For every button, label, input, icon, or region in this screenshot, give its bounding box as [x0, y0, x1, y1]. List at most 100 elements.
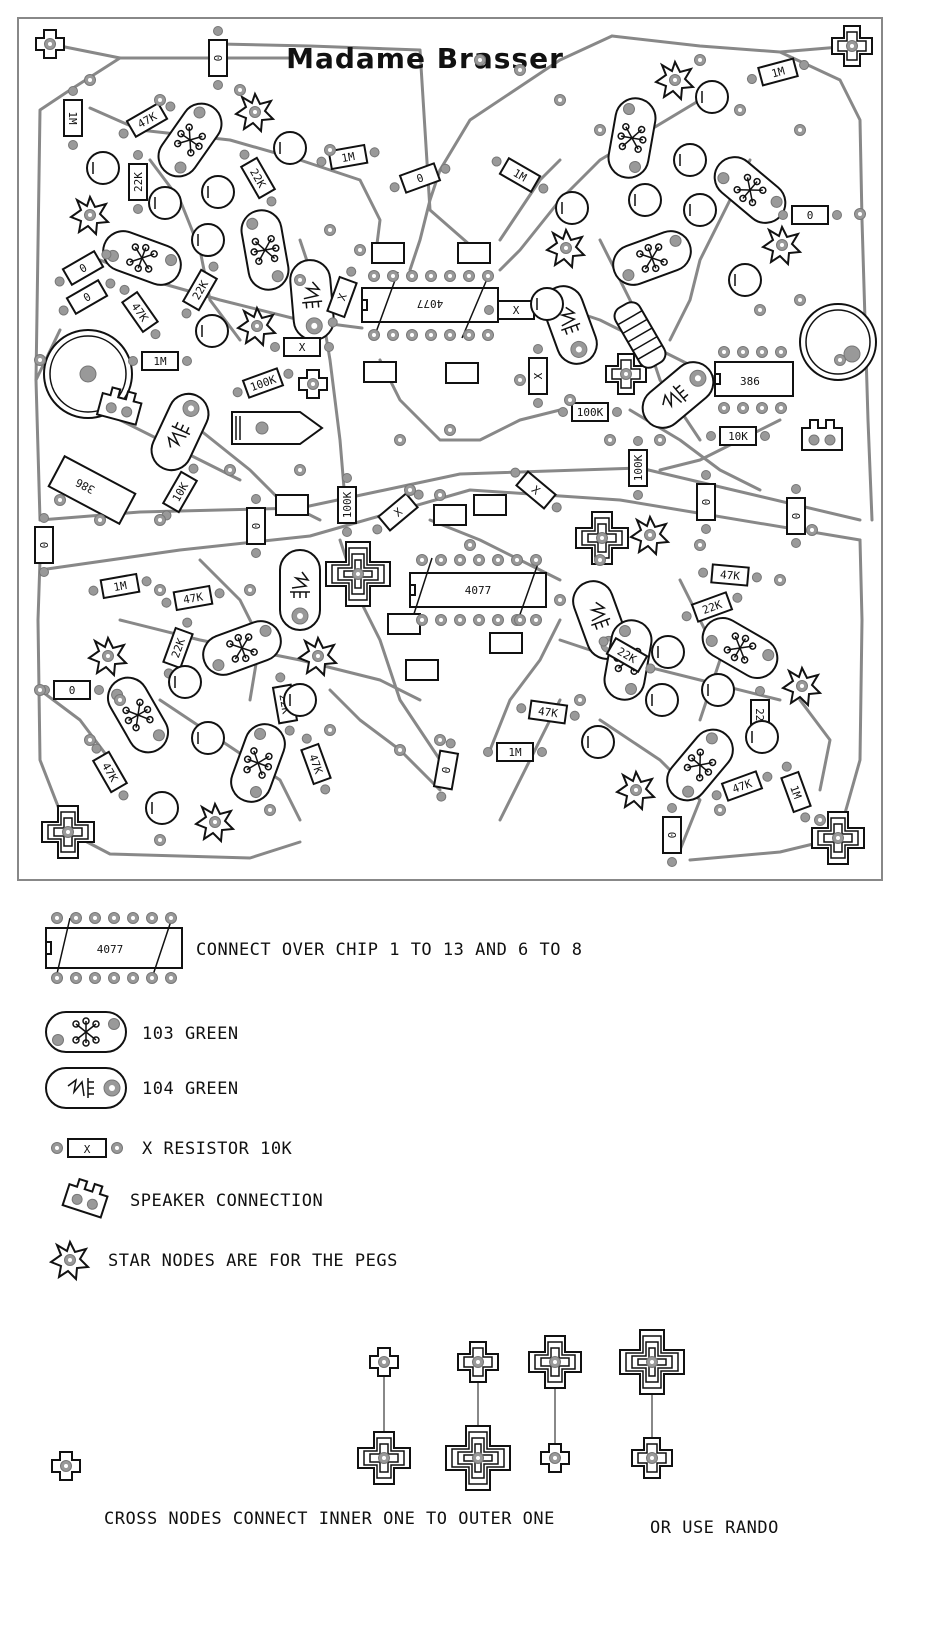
chip-pin	[530, 614, 542, 626]
resistor: X	[528, 344, 548, 408]
solder-pad	[324, 224, 336, 236]
resistor-array	[613, 301, 667, 369]
svg-text:4077: 4077	[97, 943, 124, 956]
solder-pad	[294, 274, 306, 286]
chip-pin	[718, 346, 730, 358]
component-body	[275, 494, 309, 516]
resistor: X	[510, 467, 562, 513]
capacitor	[86, 151, 120, 185]
legend-chip-pin	[108, 972, 120, 984]
solder-pad	[774, 574, 786, 586]
resistor: X	[372, 489, 424, 535]
resistor: 100K	[232, 367, 294, 399]
resistor-value: 0	[415, 171, 426, 185]
solder-pad	[434, 734, 446, 746]
solder-pad	[574, 694, 586, 706]
resistor: 0	[246, 494, 266, 558]
solder-pad	[474, 54, 486, 66]
legend: 4077 CONNECT OVER CHIP 1 TO 13 AND 6 TO …	[45, 912, 778, 1538]
legend-chip-pin	[51, 912, 63, 924]
legend-chip-pin	[165, 912, 177, 924]
solder-pad	[754, 304, 766, 316]
chip-pin	[435, 614, 447, 626]
solder-pad	[464, 539, 476, 551]
legend-cross-label: CROSS NODES CONNECT INNER ONE TO OUTER O…	[104, 1509, 555, 1529]
solder-pad	[234, 84, 246, 96]
resistor: 47K	[711, 770, 773, 802]
switch-component	[231, 411, 324, 445]
component-body	[405, 659, 439, 681]
resistor-value: X	[532, 372, 545, 379]
chip-pin	[406, 270, 418, 282]
resistor: 22K	[128, 150, 148, 214]
solder-pad	[244, 584, 256, 596]
capacitor	[628, 183, 662, 217]
solder-pad	[434, 489, 446, 501]
chip-pin	[473, 614, 485, 626]
resistor: 1M	[483, 742, 547, 762]
solder-pad	[834, 354, 846, 366]
chip-pin	[775, 402, 787, 414]
component-body	[371, 242, 405, 264]
chip-pin	[463, 270, 475, 282]
resistor: 1M	[316, 143, 380, 171]
solder-pad	[554, 94, 566, 106]
legend-resistor: X	[51, 1138, 123, 1158]
legend-speaker-label: SPEAKER CONNECTION	[130, 1191, 323, 1211]
chip-pin	[718, 402, 730, 414]
big-jack-right	[799, 303, 877, 381]
component-body	[445, 362, 479, 384]
chip-pin	[737, 402, 749, 414]
chip-pin	[387, 270, 399, 282]
resistor: 22K	[162, 617, 194, 679]
solder-pad	[806, 524, 818, 536]
resistor: 100K	[558, 402, 622, 422]
solder-pad	[404, 484, 416, 496]
solder-pad	[84, 74, 96, 86]
legend-chip-pin	[89, 972, 101, 984]
capacitor	[695, 80, 729, 114]
capacitor	[191, 721, 225, 755]
resistor-value: 1M	[340, 150, 356, 165]
resistor-value: 1M	[66, 111, 79, 125]
resistor: 0	[662, 803, 682, 867]
component-body	[473, 494, 507, 516]
resistor-value: 22K	[132, 172, 145, 192]
chip-pin	[492, 614, 504, 626]
chip-pin	[454, 554, 466, 566]
resistor-value: 47K	[182, 590, 204, 606]
chip-4077-bottom: 4077	[409, 557, 547, 621]
resistor: 47K	[698, 563, 762, 587]
resistor-value: 100K	[632, 454, 645, 481]
capacitor	[728, 263, 762, 297]
solder-pad	[554, 594, 566, 606]
resistor: 0	[34, 513, 54, 577]
resistor: 0	[389, 162, 451, 194]
resistor-value: 1M	[511, 166, 529, 184]
capacitor	[673, 143, 707, 177]
capacitor	[651, 635, 685, 669]
component-body	[489, 632, 523, 654]
chip-pin	[368, 329, 380, 341]
resistor: 47K	[119, 284, 161, 340]
legend-pot-103-label: 103 GREEN	[142, 1024, 239, 1044]
resistor: 47K	[161, 584, 225, 612]
chip-pin	[756, 402, 768, 414]
chip-pin	[444, 329, 456, 341]
resistor-value: 0	[69, 684, 76, 697]
capacitor	[530, 287, 564, 321]
legend-star-icon	[50, 1241, 89, 1280]
solder-pad	[84, 734, 96, 746]
legend-chip-pin	[165, 972, 177, 984]
resistor: 22K	[598, 636, 656, 674]
solder-pad	[694, 54, 706, 66]
potentiometer	[287, 257, 337, 343]
component-body	[387, 613, 421, 635]
resistor: X	[326, 266, 358, 328]
solder-pad	[394, 434, 406, 446]
legend-chip-pin	[127, 912, 139, 924]
solder-pad	[154, 94, 166, 106]
resistor: 0	[432, 738, 460, 802]
solder-pad	[264, 804, 276, 816]
component-body	[457, 242, 491, 264]
